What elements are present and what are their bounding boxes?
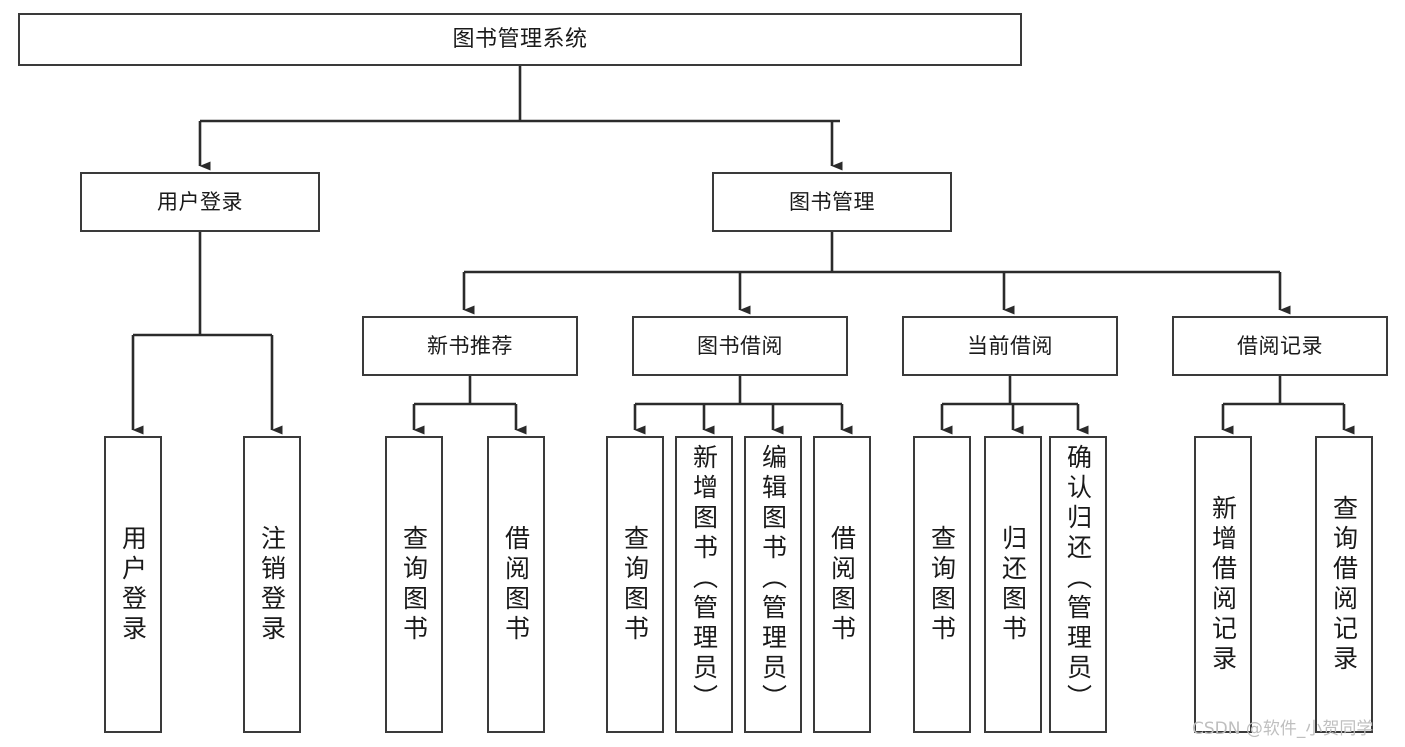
node-leaf-user-login-label: 用户登录 xyxy=(118,524,148,645)
node-leaf-edit-book-admin-label: 编辑图书（管理员） xyxy=(758,444,788,714)
node-leaf-query-borrow-record-label: 查询借阅记录 xyxy=(1329,494,1359,675)
node-book-borrow-label: 图书借阅 xyxy=(697,333,783,358)
node-book-borrow[interactable]: 图书借阅 xyxy=(632,316,848,376)
node-leaf-add-book-admin[interactable]: 新增图书（管理员） xyxy=(675,436,733,733)
node-user-login[interactable]: 用户登录 xyxy=(80,172,320,232)
node-borrow-record-label: 借阅记录 xyxy=(1237,333,1323,358)
node-leaf-query-borrow-record[interactable]: 查询借阅记录 xyxy=(1315,436,1373,733)
node-book-manage[interactable]: 图书管理 xyxy=(712,172,952,232)
node-leaf-add-borrow-record-label: 新增借阅记录 xyxy=(1208,494,1238,675)
node-leaf-query-book-1[interactable]: 查询图书 xyxy=(385,436,443,733)
node-leaf-borrow-book-1-label: 借阅图书 xyxy=(501,524,531,645)
node-leaf-user-login[interactable]: 用户登录 xyxy=(104,436,162,733)
node-new-book-recommend-label: 新书推荐 xyxy=(427,333,513,358)
node-leaf-return-book-label: 归还图书 xyxy=(998,524,1028,645)
node-new-book-recommend[interactable]: 新书推荐 xyxy=(362,316,578,376)
node-leaf-query-book-2[interactable]: 查询图书 xyxy=(606,436,664,733)
node-leaf-confirm-return-admin-label: 确认归还（管理员） xyxy=(1063,444,1093,714)
node-leaf-confirm-return-admin[interactable]: 确认归还（管理员） xyxy=(1049,436,1107,733)
node-leaf-query-book-3[interactable]: 查询图书 xyxy=(913,436,971,733)
node-root[interactable]: 图书管理系统 xyxy=(18,13,1022,66)
node-leaf-return-book[interactable]: 归还图书 xyxy=(984,436,1042,733)
node-leaf-query-book-2-label: 查询图书 xyxy=(620,524,650,645)
node-leaf-borrow-book-2-label: 借阅图书 xyxy=(827,524,857,645)
node-root-label: 图书管理系统 xyxy=(452,26,588,52)
node-current-borrow-label: 当前借阅 xyxy=(967,333,1053,358)
node-leaf-user-logout[interactable]: 注销登录 xyxy=(243,436,301,733)
node-current-borrow[interactable]: 当前借阅 xyxy=(902,316,1118,376)
node-leaf-add-borrow-record[interactable]: 新增借阅记录 xyxy=(1194,436,1252,733)
node-leaf-add-book-admin-label: 新增图书（管理员） xyxy=(689,444,719,714)
node-borrow-record[interactable]: 借阅记录 xyxy=(1172,316,1388,376)
node-book-manage-label: 图书管理 xyxy=(789,189,875,214)
node-leaf-query-book-1-label: 查询图书 xyxy=(399,524,429,645)
node-leaf-borrow-book-2[interactable]: 借阅图书 xyxy=(813,436,871,733)
node-leaf-user-logout-label: 注销登录 xyxy=(257,524,287,645)
node-leaf-query-book-3-label: 查询图书 xyxy=(927,524,957,645)
node-user-login-label: 用户登录 xyxy=(157,189,243,214)
node-leaf-borrow-book-1[interactable]: 借阅图书 xyxy=(487,436,545,733)
node-leaf-edit-book-admin[interactable]: 编辑图书（管理员） xyxy=(744,436,802,733)
